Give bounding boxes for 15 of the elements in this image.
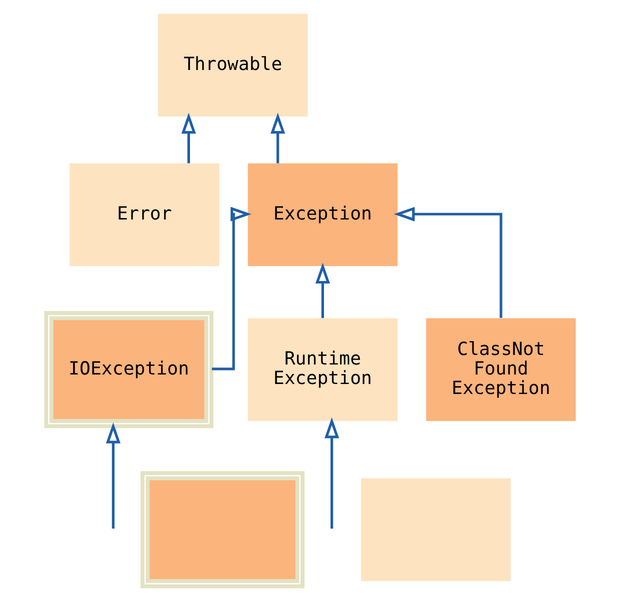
node-box: Runtime Exception xyxy=(247,318,398,421)
node-box xyxy=(360,478,510,582)
arrow xyxy=(393,206,502,318)
node-box: Exception xyxy=(247,163,398,266)
arrow xyxy=(270,112,285,164)
arrow xyxy=(314,262,330,318)
node-box xyxy=(140,471,304,588)
arrow xyxy=(105,422,120,529)
arrow xyxy=(324,417,339,529)
arrow xyxy=(211,206,251,370)
node-box: ClassNot Found Exception xyxy=(426,318,576,421)
arrow xyxy=(180,112,196,164)
node-box: IOException xyxy=(44,311,213,428)
node-box: Error xyxy=(69,163,219,266)
node-box: Throwable xyxy=(158,14,308,117)
